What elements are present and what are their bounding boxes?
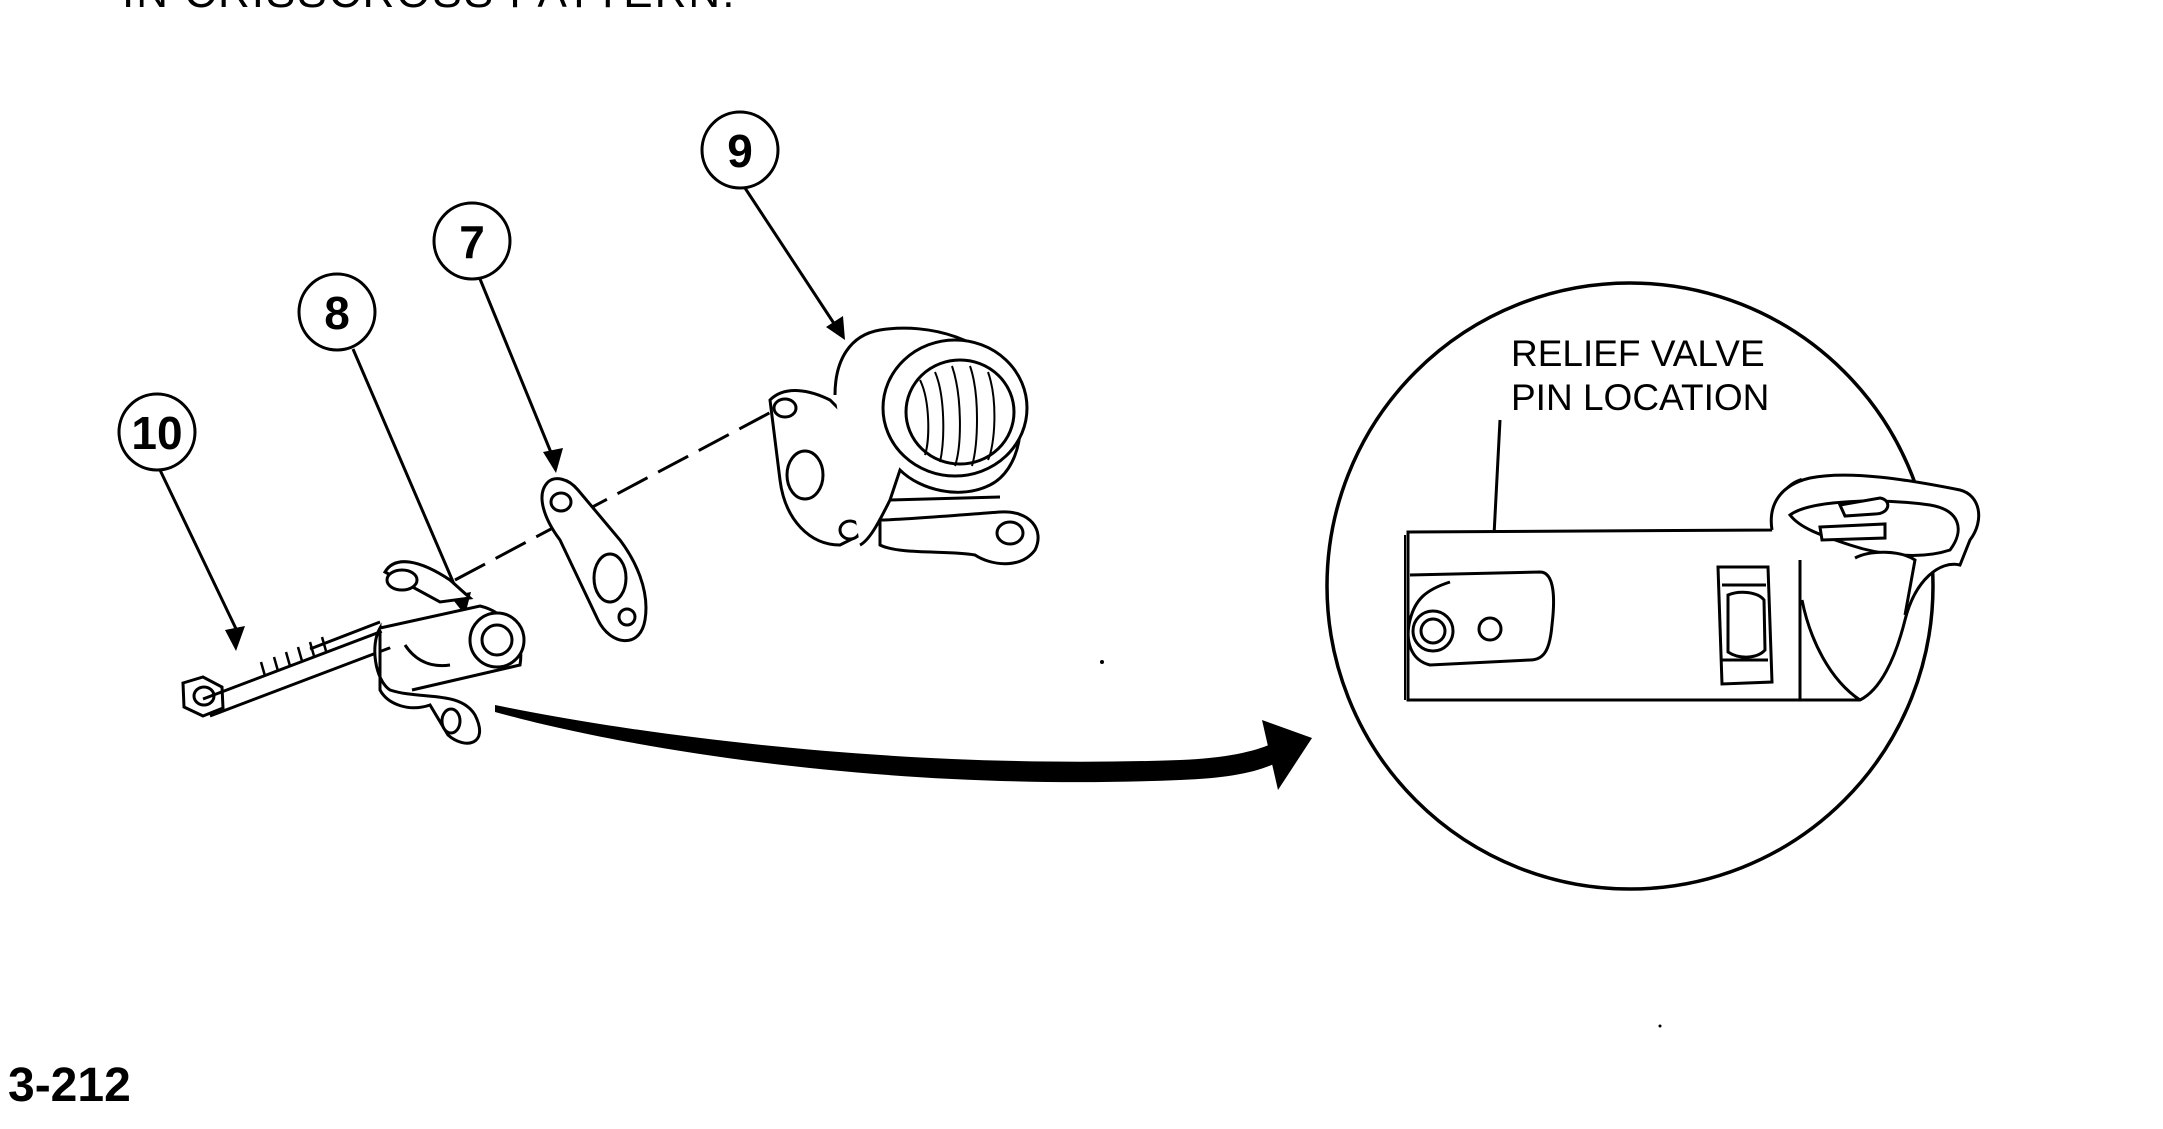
detail-view: RELIEF VALVE PIN LOCATION [1325,281,1981,891]
callout-7-label: 7 [459,216,485,268]
callout-10-label: 10 [131,407,182,459]
detail-pointer-arrow [495,705,1312,790]
elbow-part [768,326,1040,566]
bolt-part [181,620,401,718]
callout-7: 7 [432,201,563,473]
instruction-text: IN CRISSCROSS PATTERN. [122,0,736,18]
callout-8: 8 [297,272,471,615]
callout-9: 9 [700,110,845,340]
relief-valve-housing [373,560,526,745]
callout-10: 10 [117,392,245,651]
callout-9-label: 9 [727,125,753,177]
detail-label-line2: PIN LOCATION [1511,377,1769,418]
gasket-part [540,477,648,643]
assembly-centerline [454,408,776,582]
callout-8-label: 8 [324,287,350,339]
page-number: 3-212 [8,1059,131,1112]
detail-label-line1: RELIEF VALVE [1511,333,1765,374]
